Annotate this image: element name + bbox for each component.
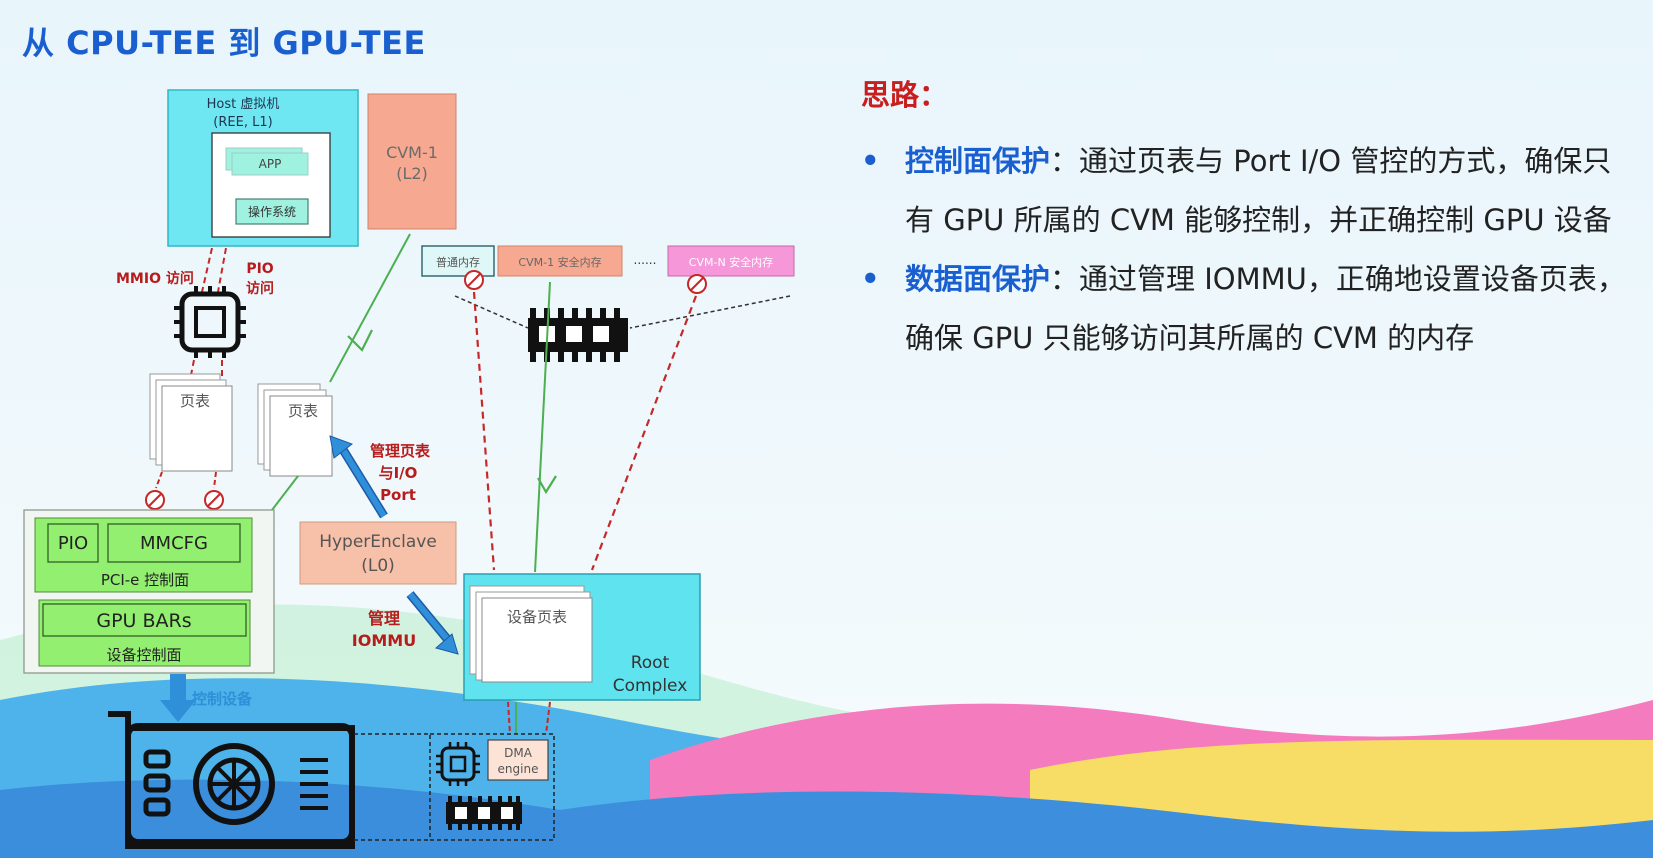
rc-to-dma-red-2 bbox=[545, 701, 551, 735]
normal-memory-box bbox=[421, 245, 495, 277]
bullet-key: 数据面保护 bbox=[905, 262, 1051, 296]
gpu-internal-box bbox=[429, 733, 555, 841]
control-device-label: 控制设备 bbox=[192, 690, 253, 708]
cvmn-secure-memory-label: CVM-N 安全内存 bbox=[689, 255, 773, 269]
manage-iommu-label-1: 管理 bbox=[368, 609, 400, 628]
pio-box-label: PIO bbox=[58, 533, 88, 554]
cvm1-secure-memory-label: CVM-1 安全内存 bbox=[518, 255, 601, 269]
pio-label: PIO bbox=[246, 261, 273, 277]
os-label: 操作系统 bbox=[248, 204, 296, 219]
dma-label: DMA bbox=[504, 746, 533, 760]
bullet-key: 控制面保护 bbox=[905, 144, 1051, 178]
pt-to-pcie-line-1 bbox=[155, 471, 163, 489]
host-to-chip-line-1 bbox=[201, 247, 213, 293]
cvm-to-pt-arrowhead bbox=[347, 329, 373, 352]
bullet-dot: • bbox=[861, 262, 880, 296]
dma-engine-box bbox=[487, 739, 549, 781]
bullet-text: 通过页表与 Port I/O 管控的方式，确保只有 GPU 所属的 CVM 能够… bbox=[905, 144, 1612, 237]
app-label: APP bbox=[259, 157, 282, 171]
pt-to-pcie-arrow bbox=[271, 475, 299, 511]
bullet-data-plane: • 数据面保护：通过管理 IOMMU，正确地设置设备页表，确保 GPU 只能够访… bbox=[855, 250, 1635, 368]
notes-panel: 思路： • 控制面保护：通过页表与 Port I/O 管控的方式，确保只有 GP… bbox=[855, 72, 1635, 368]
notes-heading: 思路： bbox=[861, 78, 949, 112]
host-vm-subtitle: (REE, L1) bbox=[213, 115, 272, 130]
manage-pt-label-3: Port bbox=[380, 486, 416, 504]
chip-small-icon bbox=[436, 742, 480, 786]
root-complex-label-2: Complex bbox=[613, 676, 688, 696]
hyperenclave-level: (L0) bbox=[361, 556, 395, 576]
memory-ellipsis: ...... bbox=[634, 253, 657, 267]
control-device-arrowhead bbox=[160, 700, 196, 722]
bullet-dot: • bbox=[861, 144, 880, 178]
cvm1-box bbox=[367, 93, 457, 230]
cvm1-label: CVM-1 bbox=[386, 143, 438, 162]
mmcfg-box bbox=[107, 523, 241, 563]
manage-pt-label-2: 与I/O bbox=[379, 464, 418, 482]
bullet-control-plane: • 控制面保护：通过页表与 Port I/O 管控的方式，确保只有 GPU 所属… bbox=[855, 132, 1635, 250]
mem-link-right bbox=[629, 295, 791, 329]
mmio-access-label: MMIO 访问 bbox=[116, 270, 194, 287]
control-device-arrow-shaft bbox=[170, 674, 186, 702]
hyperenclave-label: HyperEnclave bbox=[319, 532, 437, 552]
os-box bbox=[235, 198, 309, 225]
bullet-separator: ： bbox=[1050, 144, 1080, 178]
device-page-table-label: 设备页表 bbox=[507, 608, 567, 626]
app-box bbox=[231, 152, 309, 176]
device-page-table-stack bbox=[469, 585, 593, 683]
bullet-separator: ： bbox=[1050, 262, 1080, 296]
normal-memory-label: 普通内存 bbox=[436, 255, 480, 269]
memory-icon bbox=[528, 308, 628, 362]
gpu-bars-box bbox=[42, 603, 247, 637]
pcie-control-label: PCI-e 控制面 bbox=[101, 571, 189, 589]
manage-iommu-arrowhead bbox=[434, 633, 459, 655]
rc-to-mem-arrowhead bbox=[537, 475, 557, 495]
device-control-label: 设备控制面 bbox=[106, 646, 181, 664]
cvm-to-pt-arrow bbox=[329, 233, 411, 383]
cvm1-level: (L2) bbox=[396, 164, 428, 183]
chip-icon bbox=[174, 286, 246, 358]
memory-small-icon bbox=[446, 796, 522, 830]
pio-access-label: 访问 bbox=[246, 280, 274, 297]
chip-to-pt-line-1 bbox=[189, 359, 195, 381]
root-complex-label-1: Root bbox=[631, 653, 670, 673]
pt-to-pcie-line-2 bbox=[213, 471, 217, 489]
page-table-label-2: 页表 bbox=[288, 402, 318, 420]
pio-box bbox=[47, 523, 99, 563]
cvmn-mem-to-rc-line bbox=[590, 295, 698, 571]
cvmn-secure-memory-box bbox=[667, 245, 795, 277]
blocked-icon bbox=[145, 490, 165, 510]
blocked-icon bbox=[464, 270, 484, 290]
bullet-text: 通过管理 IOMMU，正确地设置设备页表，确保 GPU 只能够访问其所属的 CV… bbox=[905, 262, 1626, 355]
gpu-card-icon bbox=[108, 711, 355, 849]
gpu-bars-label: GPU BARs bbox=[96, 610, 191, 632]
host-vm-title: Host 虚拟机 bbox=[207, 97, 280, 112]
manage-pt-arrow bbox=[339, 446, 387, 518]
manage-iommu-label-2: IOMMU bbox=[352, 631, 416, 650]
hyperenclave-box bbox=[299, 521, 457, 585]
blocked-icon bbox=[204, 490, 224, 510]
rc-to-cvm1-mem-line bbox=[534, 281, 551, 573]
normal-mem-to-rc-line bbox=[472, 291, 496, 571]
rc-to-dma-red-1 bbox=[507, 701, 511, 735]
cvm1-secure-memory-box bbox=[497, 245, 623, 277]
page-table-stack-2 bbox=[257, 383, 333, 477]
manage-pt-label-1: 管理页表 bbox=[370, 442, 431, 460]
manage-iommu-arrow bbox=[407, 592, 451, 642]
slide-title: 从 CPU-TEE 到 GPU-TEE bbox=[22, 24, 426, 62]
mem-link-left bbox=[454, 295, 529, 329]
blocked-icon bbox=[687, 274, 707, 294]
page-table-stack-1 bbox=[149, 373, 233, 472]
mmcfg-label: MMCFG bbox=[140, 533, 208, 554]
manage-pt-arrowhead bbox=[329, 435, 354, 459]
engine-label: engine bbox=[498, 762, 539, 776]
page-table-label-1: 页表 bbox=[180, 392, 210, 410]
host-to-chip-line-2 bbox=[217, 247, 227, 293]
